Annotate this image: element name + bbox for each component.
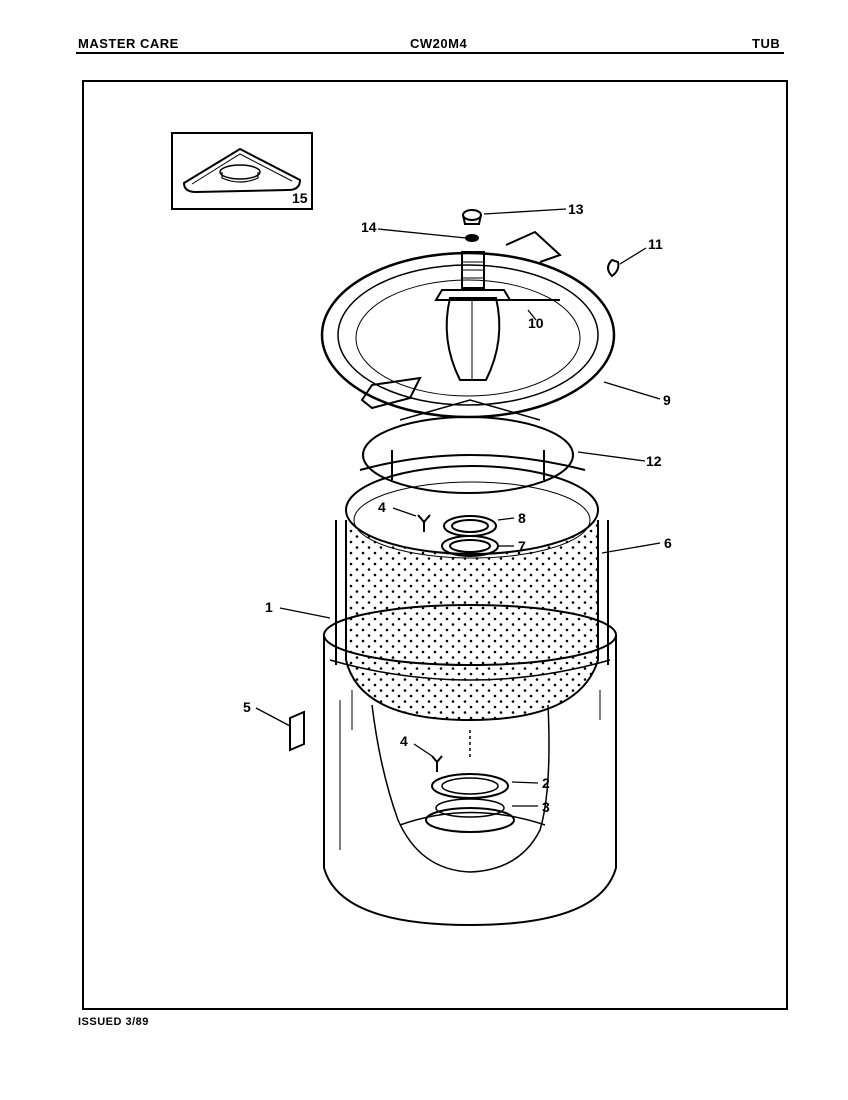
inner-basket [335, 454, 609, 722]
bolt-upper [417, 514, 431, 532]
callout-8: 8 [518, 510, 526, 526]
callout-2: 2 [542, 775, 550, 791]
callout-12: 12 [646, 453, 662, 469]
callout-15: 15 [292, 190, 308, 206]
basket-hub [441, 515, 499, 557]
callout-10: 10 [528, 315, 544, 331]
diagram-frame [82, 80, 788, 1010]
agitator [399, 289, 560, 421]
part-5-label-plate [289, 710, 305, 752]
tub-ring [320, 230, 616, 419]
callout-13: 13 [568, 201, 584, 217]
bolt-lower [431, 755, 443, 772]
callout-9: 9 [663, 392, 671, 408]
header-model: CW20M4 [410, 36, 468, 51]
callout-3: 3 [542, 799, 550, 815]
leader-lines [255, 208, 661, 807]
callout-4-upper: 4 [378, 499, 386, 515]
tub-cutaway [371, 704, 550, 873]
seal-14 [465, 234, 479, 242]
callout-7: 7 [518, 538, 526, 554]
footer-issued: ISSUED 3/89 [78, 1016, 149, 1028]
header-section: TUB [752, 36, 781, 51]
cap-13 [462, 209, 482, 225]
callout-14: 14 [361, 219, 377, 235]
header-rule [76, 52, 784, 54]
header-brand: MASTER CARE [78, 36, 179, 51]
agitator-shaft [461, 251, 485, 289]
callout-4-lower: 4 [400, 733, 408, 749]
callout-11: 11 [648, 236, 663, 252]
callout-6: 6 [664, 535, 672, 551]
clip-11 [607, 258, 620, 278]
callout-labels: 1 2 3 4 4 5 6 7 8 9 10 11 12 13 14 15 [243, 190, 672, 815]
callout-5: 5 [243, 699, 251, 715]
callout-1: 1 [265, 599, 273, 615]
part-15-inset [171, 132, 313, 210]
